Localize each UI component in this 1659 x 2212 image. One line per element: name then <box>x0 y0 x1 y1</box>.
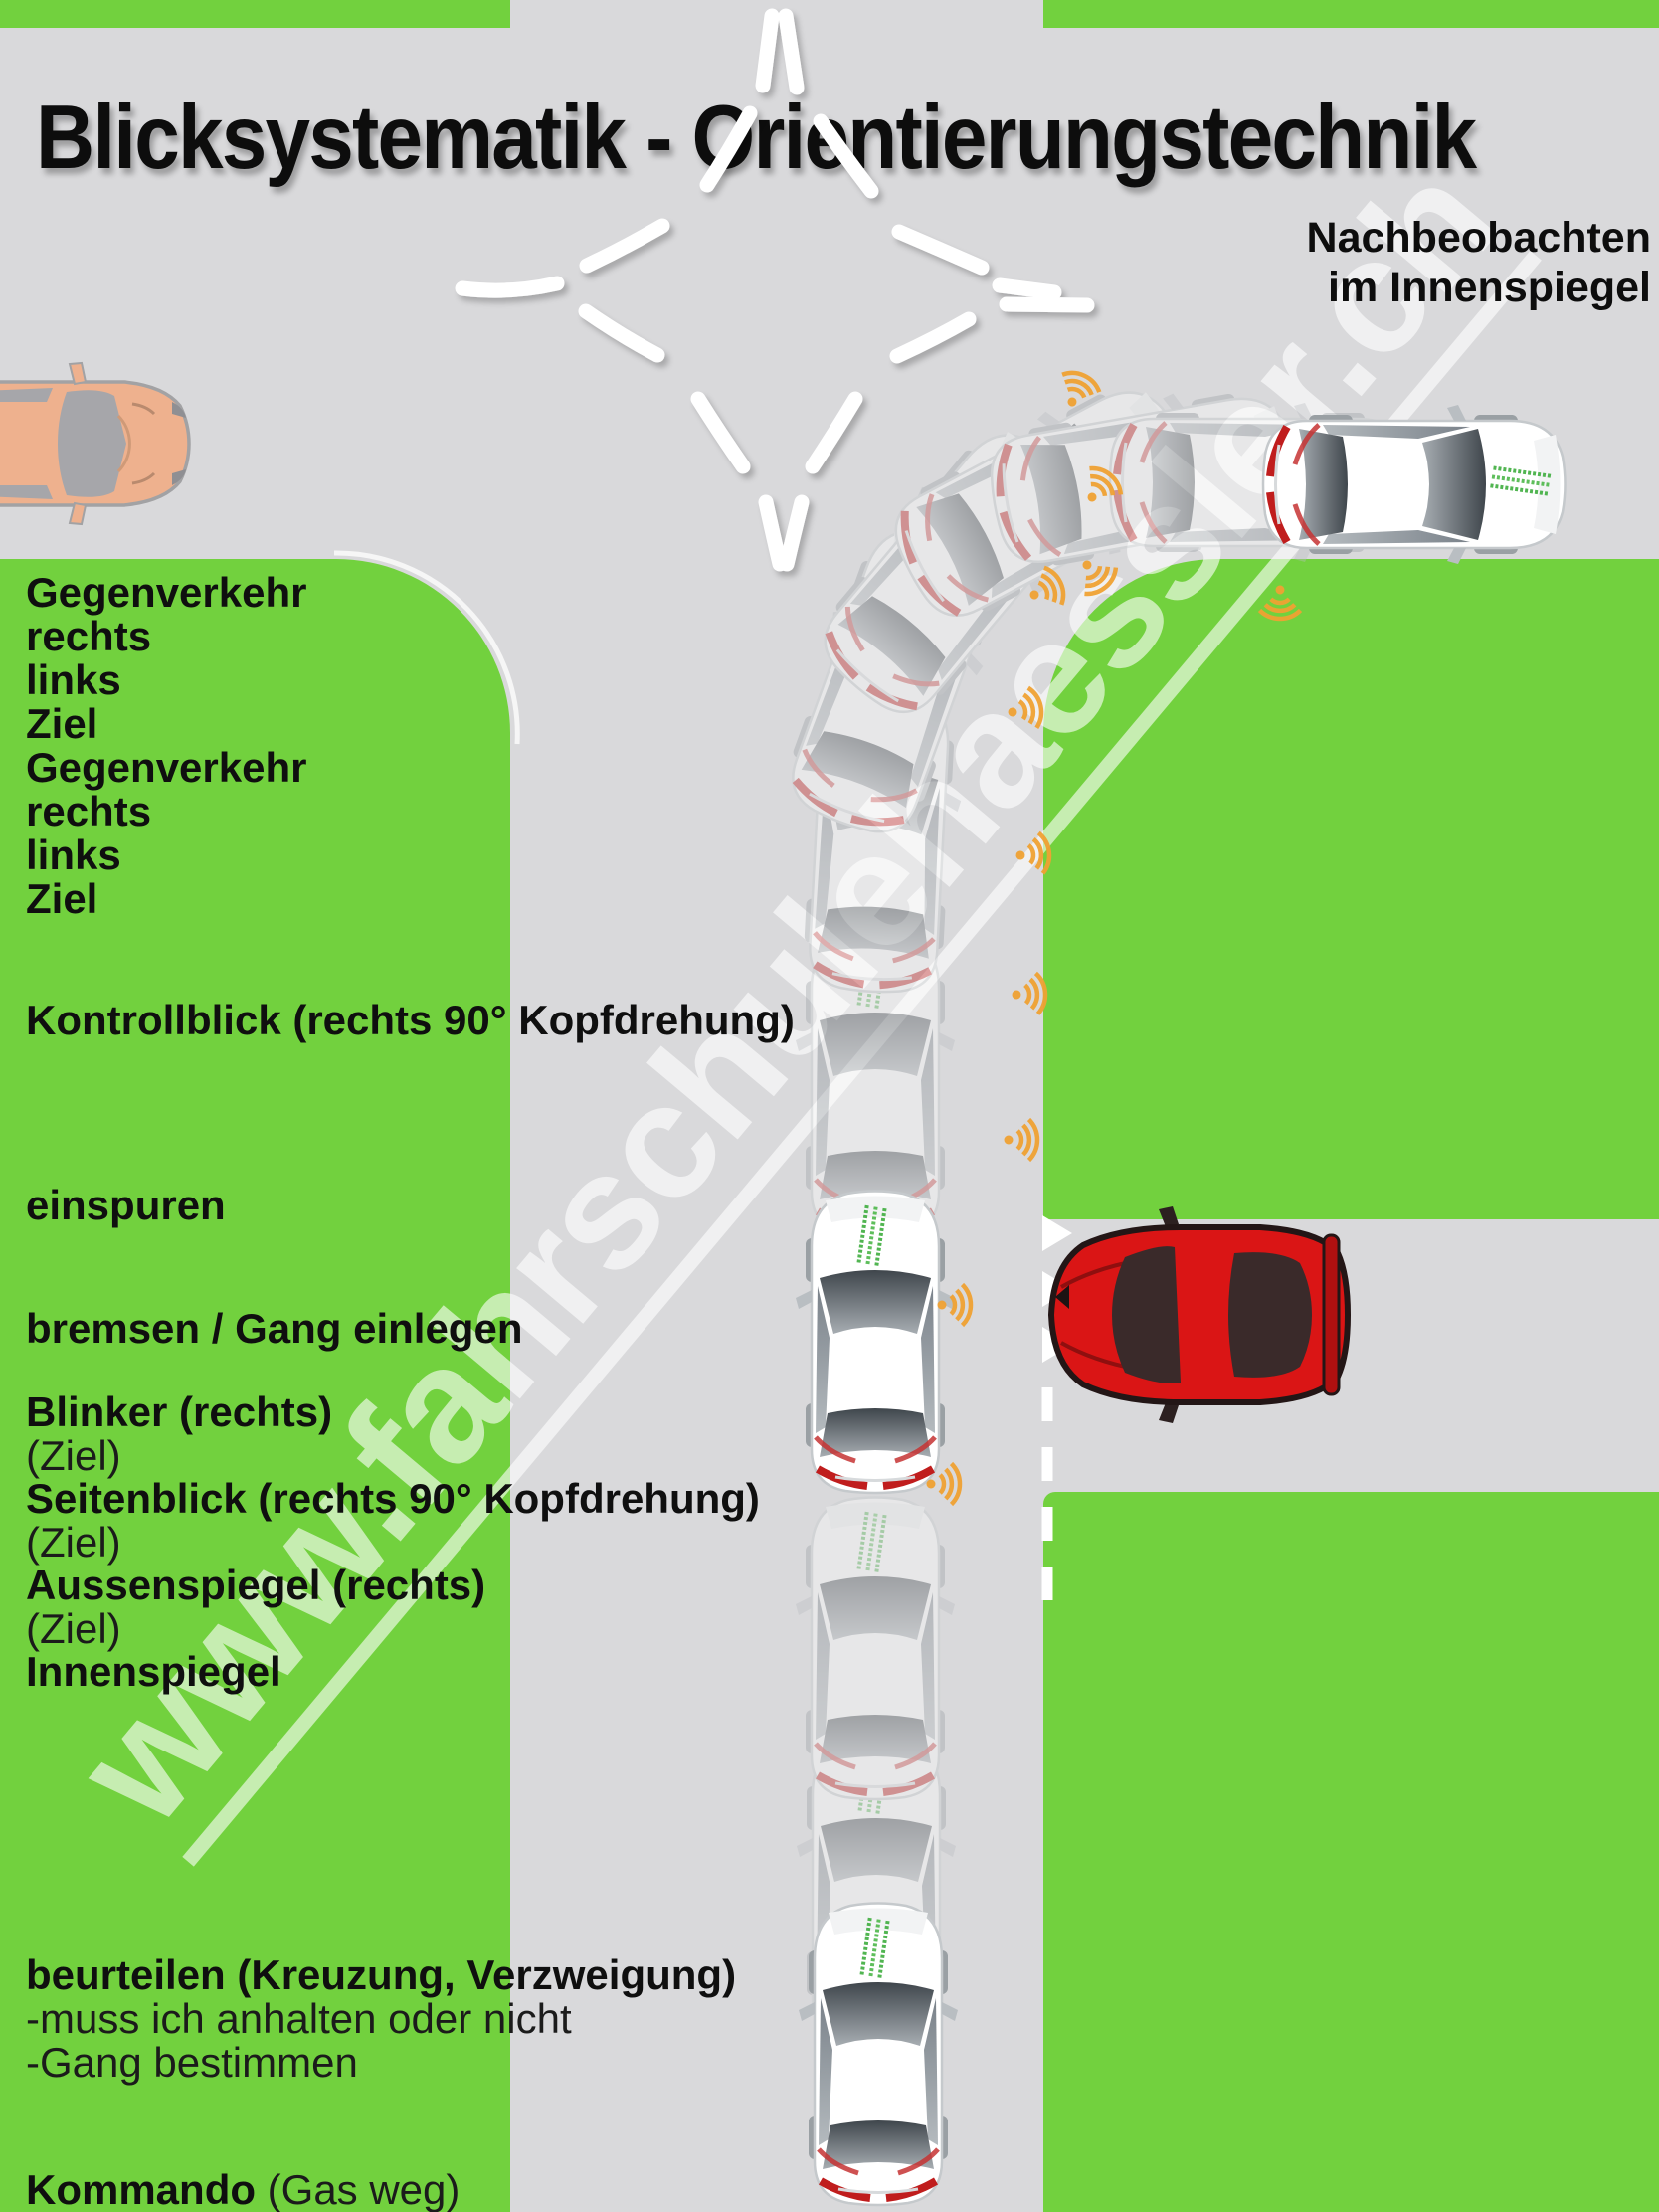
label-kommando-rest: (Gas weg) <box>256 2166 461 2212</box>
kerb-corner-line <box>333 550 520 745</box>
grass-top-right-strip <box>1043 0 1659 28</box>
grass-top-left-strip <box>0 0 510 28</box>
scan-step: rechts <box>26 613 152 659</box>
scan-step: links <box>26 656 121 703</box>
label-einspuren: einspuren <box>26 1182 226 1228</box>
label-ziel-1: (Ziel) <box>26 1432 121 1479</box>
label-muss-anhalten: -muss ich anhalten oder nicht <box>26 1995 572 2042</box>
label-ziel-3: (Ziel) <box>26 1605 121 1652</box>
scan-step: Gegenverkehr <box>26 569 307 616</box>
page-title: Blicksystematik - Orientierungstechnik <box>36 87 1477 188</box>
label-seitenblick: Seitenblick (rechts 90° Kopfdrehung) <box>26 1475 760 1522</box>
mirror-note-line2: im Innenspiegel <box>1328 264 1651 311</box>
label-blinker: Blinker (rechts) <box>26 1388 333 1435</box>
scan-sequence-list: Gegenverkehr rechts links Ziel Gegenverk… <box>26 571 306 921</box>
label-ziel-2: (Ziel) <box>26 1519 121 1566</box>
mirror-note-line1: Nachbeobachten <box>1306 214 1651 262</box>
label-innenspiegel: Innenspiegel <box>26 1648 281 1695</box>
label-aussenspiegel: Aussenspiegel (rechts) <box>26 1562 486 1608</box>
grass-right-upper-block <box>1043 559 1659 1219</box>
scan-step: links <box>26 831 121 878</box>
label-beurteilen: beurteilen (Kreuzung, Verzweigung) <box>26 1951 737 1998</box>
scan-step: Ziel <box>26 700 98 747</box>
scan-step: rechts <box>26 788 152 834</box>
grass-right-lower-block <box>1043 1492 1659 2212</box>
label-kontrollblick: Kontrollblick (rechts 90° Kopfdrehung) <box>26 997 795 1043</box>
label-kommando: Kommando (Gas weg) <box>26 2166 460 2212</box>
grass-left-block <box>0 559 510 2212</box>
guide-arrow-strokes <box>455 8 1095 572</box>
label-bremsen: bremsen / Gang einlegen <box>26 1305 523 1352</box>
label-kommando-bold: Kommando <box>26 2166 256 2212</box>
scan-step: Gegenverkehr <box>26 744 307 791</box>
scan-step: Ziel <box>26 875 98 922</box>
mirror-note: Nachbeobachten im Innenspiegel <box>1307 213 1651 312</box>
label-gang-bestimmen: -Gang bestimmen <box>26 2039 358 2086</box>
